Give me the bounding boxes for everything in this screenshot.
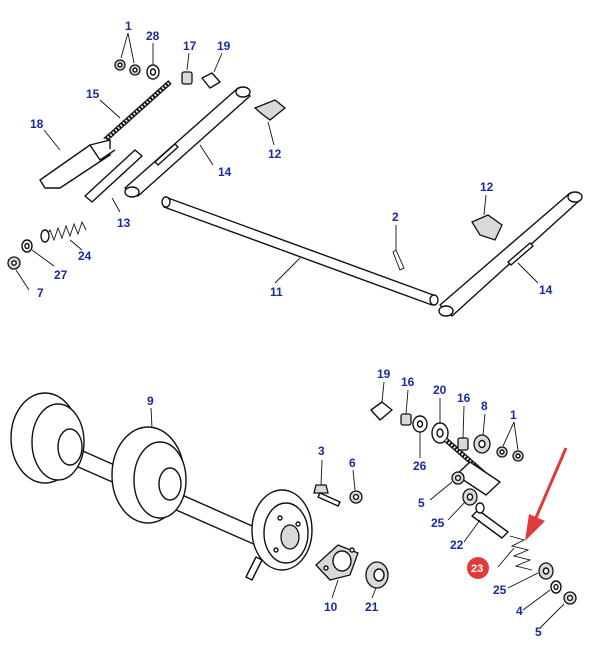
label-13: 13 <box>117 216 131 230</box>
label-19-lower: 19 <box>377 367 391 381</box>
part-27-washer <box>21 239 33 253</box>
part-28-washer <box>146 64 160 80</box>
part-1-nut-lower <box>496 446 524 462</box>
label-1-lower: 1 <box>510 408 517 422</box>
label-21: 21 <box>365 600 379 614</box>
part-11-long-rod <box>161 196 439 306</box>
highlight-badge-23 <box>467 557 489 579</box>
part-19-block <box>201 72 221 89</box>
label-2: 2 <box>392 210 399 224</box>
part-21-bearing <box>365 561 389 589</box>
part-13-pin <box>84 149 143 203</box>
label-27: 27 <box>54 268 68 282</box>
label-16-lower-a: 16 <box>401 375 415 389</box>
label-26: 26 <box>413 459 427 473</box>
label-22: 22 <box>450 538 464 552</box>
label-11: 11 <box>270 285 283 299</box>
label-4: 4 <box>516 604 523 618</box>
part-8-washer <box>473 434 491 454</box>
label-14-right: 14 <box>539 283 553 297</box>
label-6: 6 <box>349 456 356 470</box>
part-22-pin <box>471 502 509 539</box>
label-25-lower: 25 <box>493 583 507 597</box>
part-7-nut <box>7 256 21 270</box>
part-labels: 1 28 17 19 15 18 14 12 13 24 27 7 2 11 1… <box>30 19 553 639</box>
label-14-top: 14 <box>218 165 232 179</box>
label-23: 23 <box>471 563 483 575</box>
part-washer-26 <box>412 415 428 433</box>
label-12-right: 12 <box>480 180 494 194</box>
part-16-bushing <box>457 437 469 451</box>
label-20: 20 <box>433 383 447 397</box>
label-9: 9 <box>147 394 154 408</box>
part-24-spring <box>40 220 87 243</box>
part-23-spring <box>509 535 533 571</box>
label-18: 18 <box>30 117 44 131</box>
part-5-nut-lower <box>563 591 577 605</box>
part-15-threaded-rod <box>103 80 172 142</box>
leader-lines-bottom <box>150 381 565 629</box>
part-16-bushing-lower <box>400 413 412 426</box>
label-5-upper: 5 <box>418 496 425 510</box>
red-pointer-arrow <box>525 447 568 541</box>
part-12-clip-right <box>471 214 503 241</box>
label-16-lower-b: 16 <box>457 391 471 405</box>
label-28: 28 <box>146 29 160 43</box>
part-19-block-lower <box>370 401 393 421</box>
part-bracket-plate <box>455 461 501 496</box>
label-8: 8 <box>481 399 488 413</box>
part-6-nut <box>349 490 363 504</box>
label-15: 15 <box>86 87 100 101</box>
label-24: 24 <box>78 249 92 263</box>
label-7: 7 <box>37 286 44 300</box>
part-10-flange <box>315 544 359 581</box>
part-1-nut <box>114 59 141 76</box>
part-18-bracket <box>39 139 116 189</box>
part-4-washer <box>550 580 562 594</box>
part-2-cotter-pin <box>392 249 405 271</box>
part-17-bushing <box>181 71 193 85</box>
part-25-washer-upper <box>462 488 478 506</box>
part-9-pulley-shaft <box>10 392 313 581</box>
label-17-top: 17 <box>183 39 197 53</box>
label-3: 3 <box>318 444 325 458</box>
label-5-lower: 5 <box>535 625 542 639</box>
label-1-top: 1 <box>125 19 132 33</box>
part-14-lever-arm-right <box>438 191 583 317</box>
label-12-top: 12 <box>268 147 282 161</box>
part-14-lever-arm <box>124 86 251 198</box>
label-10: 10 <box>324 600 338 614</box>
label-25-upper: 25 <box>431 516 445 530</box>
part-12-clip <box>253 99 287 121</box>
label-19-top: 19 <box>217 39 231 53</box>
part-5-nut-upper <box>451 471 465 485</box>
part-25-washer-lower <box>538 562 554 580</box>
part-3-bolt <box>313 484 341 507</box>
leader-lines-top <box>15 32 539 291</box>
